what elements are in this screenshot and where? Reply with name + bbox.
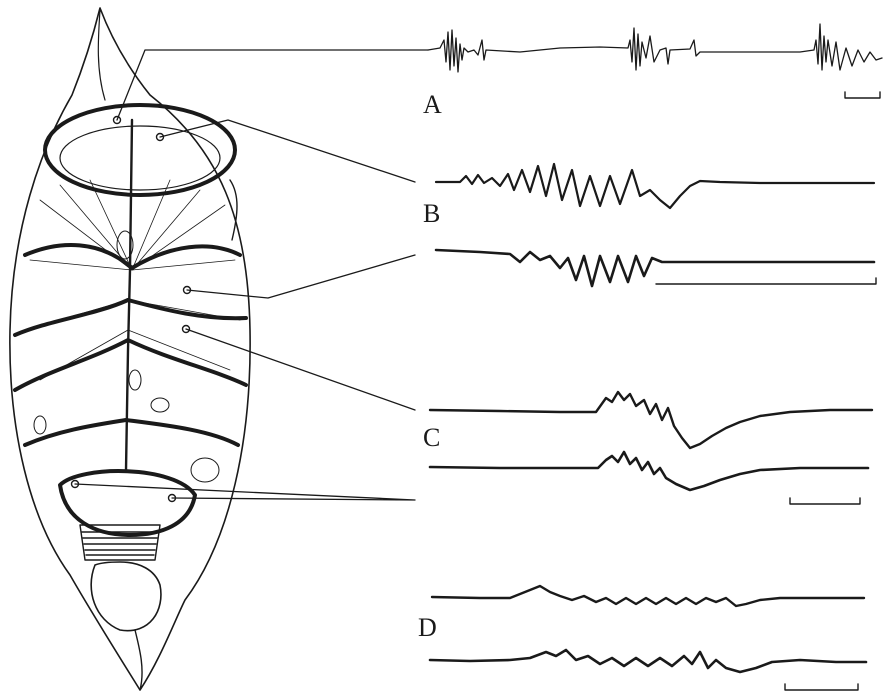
leader-line-b [160, 120, 415, 182]
side-spike [230, 180, 237, 240]
scale-bar-c [790, 498, 860, 504]
ridged-organ [80, 525, 160, 560]
trace-d1 [432, 586, 864, 606]
leader-line-a [117, 50, 428, 120]
leader-line-c [186, 329, 415, 410]
panel-label-a: A [423, 90, 442, 119]
filaments-upper [25, 180, 240, 380]
bottom-bulb [91, 562, 161, 631]
trace-c2 [430, 452, 868, 490]
panel-label-b: B [423, 199, 440, 228]
bottom-tail [135, 630, 142, 690]
trace-b2 [436, 250, 874, 286]
leader-line-c2 [75, 484, 415, 500]
organism-drawing [10, 8, 250, 690]
top-spike [98, 10, 105, 100]
scale-bar-a [845, 92, 880, 98]
panel-label-c: C [423, 423, 440, 452]
trace-d2 [430, 650, 866, 672]
trace-a [428, 24, 882, 72]
upper-chamber [45, 105, 235, 195]
trace-b1 [436, 164, 874, 208]
body-outline [10, 8, 250, 690]
upper-chamber-inner [60, 126, 220, 190]
central-axis [126, 120, 132, 470]
leader-lines [75, 50, 428, 500]
scale-bar-b [656, 278, 876, 284]
panel-label-d: D [418, 613, 437, 642]
trace-c1 [430, 392, 872, 448]
scale-bar-d [785, 684, 858, 690]
